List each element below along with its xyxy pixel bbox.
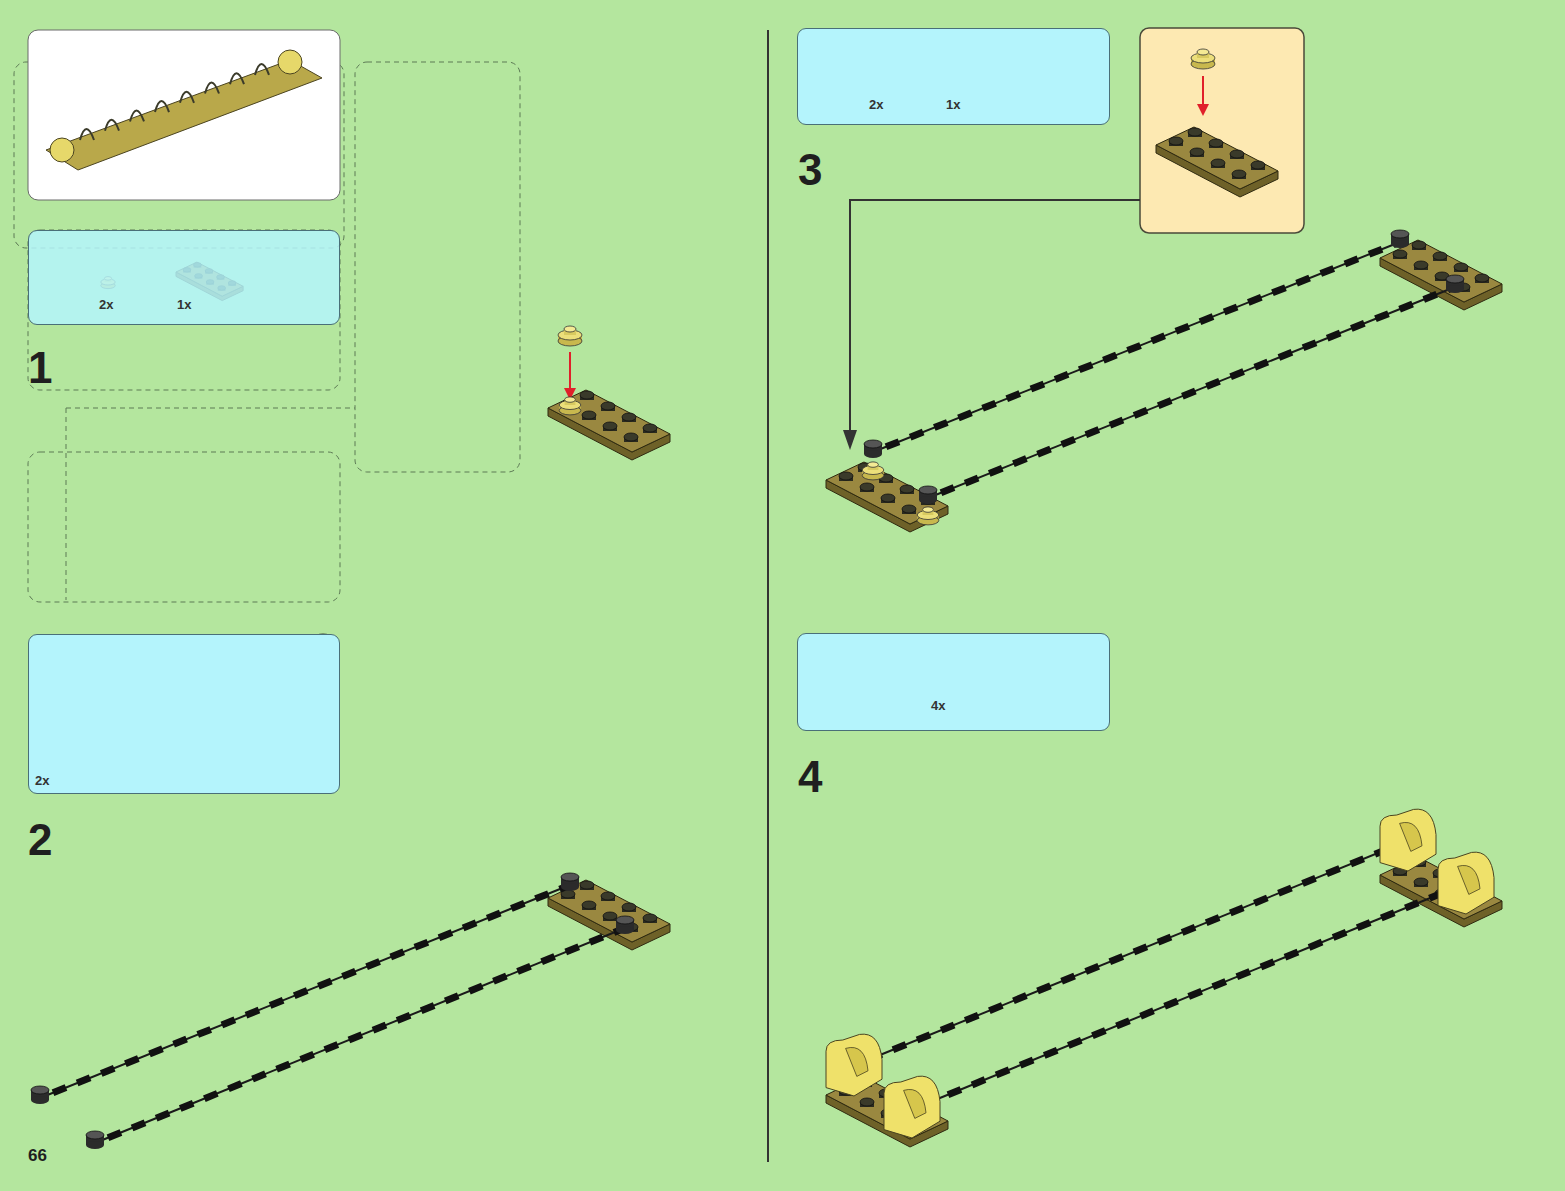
round-plate xyxy=(917,507,939,525)
part-quantity: 2x xyxy=(99,298,113,311)
curved-slope xyxy=(1380,809,1436,871)
ghost-frame xyxy=(28,452,340,602)
chain xyxy=(86,916,634,1149)
part-quantity: 4x xyxy=(931,699,945,712)
parts-box: 4x xyxy=(797,633,1110,731)
parts-box: 2x 1x xyxy=(28,230,340,325)
ghost-line xyxy=(66,408,67,600)
round-plate xyxy=(558,326,582,346)
chain xyxy=(31,873,579,1104)
submodel-box xyxy=(28,30,340,200)
curved-slope xyxy=(826,1034,882,1096)
page-divider xyxy=(767,30,769,1162)
part-quantity: 2x xyxy=(869,98,883,111)
plate xyxy=(548,390,670,460)
curved-slope xyxy=(1438,852,1494,914)
chain xyxy=(880,840,1410,1055)
step-number: 2 xyxy=(28,818,52,862)
plate xyxy=(826,462,948,532)
chain xyxy=(935,885,1462,1100)
plate xyxy=(1380,240,1502,310)
page-number: 66 xyxy=(28,1147,47,1164)
chain xyxy=(919,275,1464,504)
part-quantity: 2x xyxy=(35,774,49,787)
curved-slope xyxy=(884,1076,940,1138)
parts-box: 2x xyxy=(28,634,340,794)
plate xyxy=(548,880,670,950)
chain xyxy=(864,230,1409,458)
step-number: 3 xyxy=(798,148,822,192)
ghost-frame xyxy=(28,230,340,390)
round-plate xyxy=(862,462,884,480)
parts-box: 2x 1x xyxy=(797,28,1110,125)
ghost-line xyxy=(66,408,355,409)
step-number: 1 xyxy=(28,346,52,390)
ghost-frame xyxy=(355,62,520,472)
plate xyxy=(1156,127,1278,197)
sub-step-box xyxy=(1140,28,1304,233)
round-plate xyxy=(1191,49,1215,69)
part-quantity: 1x xyxy=(946,98,960,111)
step-number: 4 xyxy=(798,755,822,799)
round-plate xyxy=(559,397,581,415)
part-quantity: 1x xyxy=(177,298,191,311)
